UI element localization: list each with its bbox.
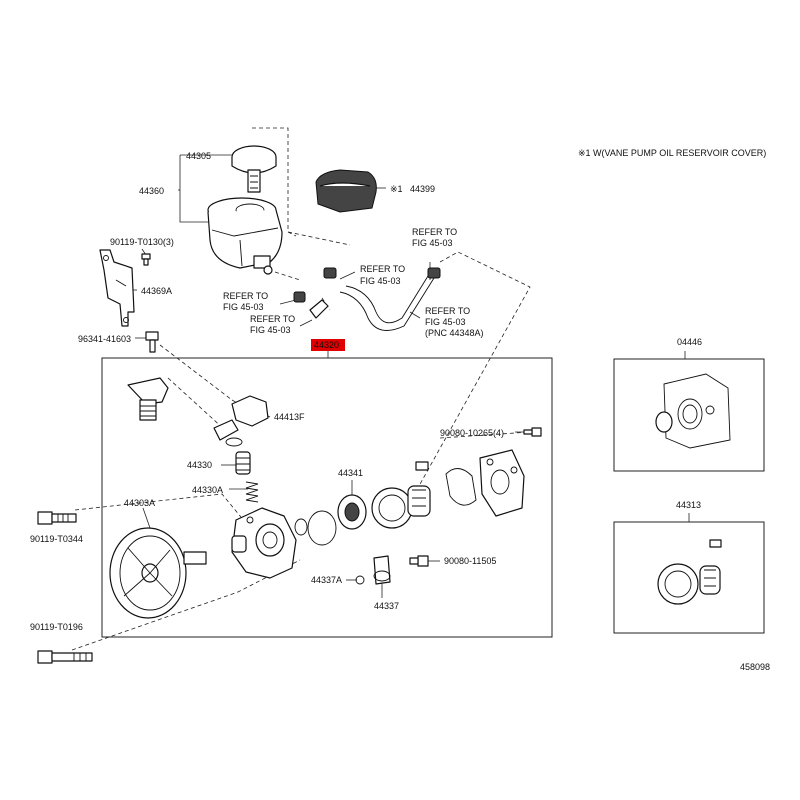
leader-refer-c xyxy=(279,299,297,305)
bolt-11505 xyxy=(409,555,429,567)
refer-note-e-line1: REFER TO xyxy=(425,306,470,316)
reservoir-cap xyxy=(231,145,277,193)
leader-refer-d xyxy=(299,319,313,327)
label-44303a[interactable]: 44303A xyxy=(124,498,155,508)
dashed-leader-reservoir-outlet xyxy=(274,271,301,281)
o-ring-small xyxy=(294,518,308,536)
label-44337[interactable]: 44337 xyxy=(374,601,399,611)
label-44320[interactable]: 44320 xyxy=(314,340,339,350)
o-ring-large xyxy=(307,510,337,546)
bolt-t0344 xyxy=(37,511,77,525)
union-fitting xyxy=(373,555,391,585)
pump-rotor xyxy=(407,485,431,517)
figure-id: 458098 xyxy=(740,662,770,672)
dashed-leader-cap xyxy=(252,127,297,237)
refer-note-d-line2: FIG 45-03 xyxy=(250,325,291,335)
refer-note-b-line2: FIG 45-03 xyxy=(412,238,453,248)
pump-body xyxy=(231,507,297,579)
vane xyxy=(415,461,429,471)
label-90119-t0344[interactable]: 90119-T0344 xyxy=(30,534,83,544)
label-04446[interactable]: 04446 xyxy=(677,337,702,347)
o-ring-44337a xyxy=(355,575,365,585)
refer-note-a-line2: FIG 45-03 xyxy=(360,276,401,286)
label-44313[interactable]: 44313 xyxy=(676,500,701,510)
kit-44313-cartridge xyxy=(657,539,722,605)
label-44399-mark: ※1 xyxy=(390,184,403,194)
label-44330[interactable]: 44330 xyxy=(187,460,212,470)
label-44330a[interactable]: 44330A xyxy=(192,485,223,495)
label-90080-10265[interactable]: 90080-10265(4) xyxy=(440,428,504,438)
pressure-switch xyxy=(127,377,169,421)
pump-assembly-box xyxy=(101,357,553,638)
pump-pulley xyxy=(109,527,207,619)
leader-44303a xyxy=(142,507,151,529)
hose-clamp-c xyxy=(293,291,306,303)
return-hose xyxy=(339,275,435,331)
valve-spring xyxy=(245,481,259,503)
dashed-leader-bolt-t0196 xyxy=(71,559,301,651)
small-hose xyxy=(309,299,329,319)
refer-note-d-line1: REFER TO xyxy=(250,314,295,324)
cam-ring xyxy=(371,487,413,529)
refer-note-c-line2: FIG 45-03 xyxy=(223,302,264,312)
flow-valve xyxy=(213,395,269,447)
control-valve xyxy=(235,451,251,475)
kit-04446-box xyxy=(613,358,765,472)
oil-reservoir xyxy=(207,197,283,275)
dashed-leader-hose-pump xyxy=(399,251,531,521)
dashed-leader-cover-bolts xyxy=(439,431,531,439)
hose-clamp-a xyxy=(323,267,337,279)
label-44341[interactable]: 44341 xyxy=(338,468,363,478)
bolt-10265 xyxy=(523,427,542,437)
bolt-96341 xyxy=(145,331,159,353)
refer-note-a-line1: REFER TO xyxy=(360,264,405,274)
oil-seal xyxy=(337,494,367,530)
label-44360[interactable]: 44360 xyxy=(139,186,164,196)
label-44369a[interactable]: 44369A xyxy=(141,286,172,296)
dashed-leader-sensor xyxy=(159,344,233,401)
refer-note-b-line1: REFER TO xyxy=(412,227,457,237)
leader-refer-a xyxy=(339,271,356,280)
label-44305[interactable]: 44305 xyxy=(186,151,211,161)
label-90119-t0130[interactable]: 90119-T0130(3) xyxy=(110,237,174,247)
refer-note-e-line3: (PNC 44348A) xyxy=(425,328,484,338)
dashed-leader-bolt-t0344 xyxy=(74,493,246,523)
label-96341-41603[interactable]: 96341-41603 xyxy=(78,334,131,344)
leader-refer-e xyxy=(409,311,421,319)
reservoir-bracket xyxy=(99,249,135,327)
refer-note-c-line1: REFER TO xyxy=(223,291,268,301)
cover-gasket xyxy=(445,468,477,506)
label-90080-11505[interactable]: 90080-11505 xyxy=(444,556,496,566)
dashed-leader-sensor-body xyxy=(167,377,226,431)
kit-04446-gasket-set xyxy=(655,373,731,449)
refer-note-e-line2: FIG 45-03 xyxy=(425,317,466,327)
dashed-leader-cover xyxy=(287,231,351,246)
reservoir-cover xyxy=(315,169,377,213)
label-44413f[interactable]: 44413F xyxy=(274,412,305,422)
bolt-t0130 xyxy=(141,253,151,266)
reservoir-cover-note: ※1 W(VANE PUMP OIL RESERVOIR COVER) xyxy=(578,148,766,158)
highlight-44320 xyxy=(311,339,345,351)
bolt-t0196 xyxy=(37,650,93,664)
pump-cover xyxy=(479,449,525,517)
leader-44360 xyxy=(179,155,210,223)
label-44399[interactable]: 44399 xyxy=(410,184,435,194)
hose-clamp-b xyxy=(427,267,441,279)
label-44337a[interactable]: 44337A xyxy=(311,575,342,585)
label-90119-t0196[interactable]: 90119-T0196 xyxy=(30,622,83,632)
